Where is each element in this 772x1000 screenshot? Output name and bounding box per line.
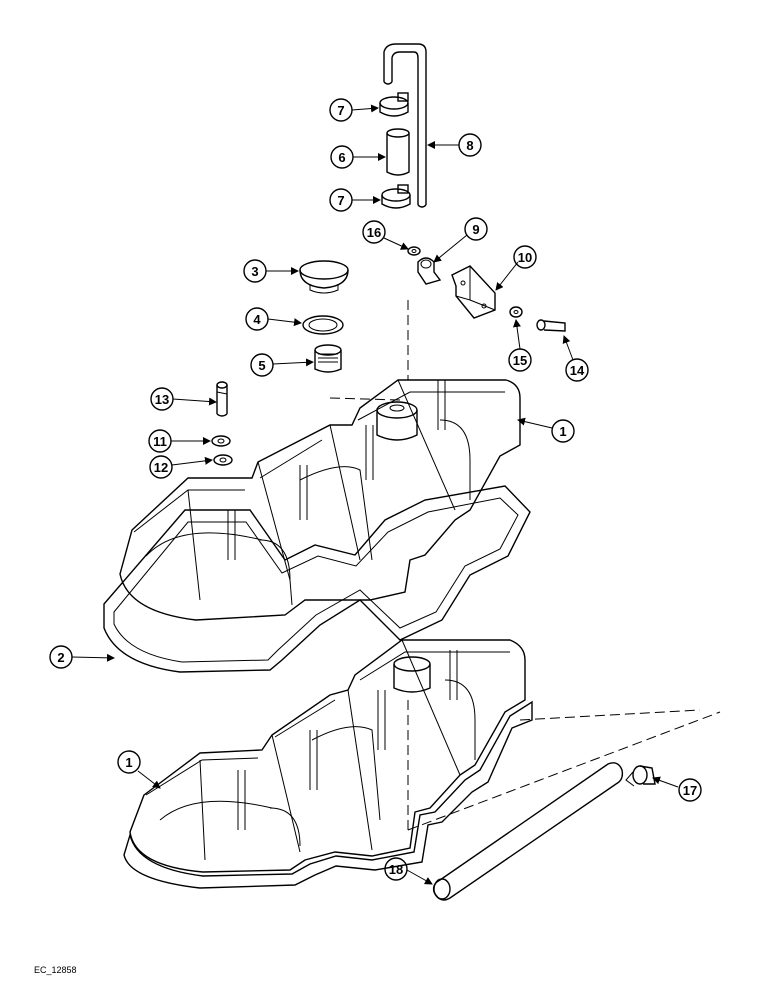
callout-1-lower: 1: [117, 750, 141, 774]
svg-text:7: 7: [337, 103, 344, 118]
callout-7-upper: 7: [329, 98, 353, 122]
callout-13: 13: [150, 387, 174, 411]
callout-15: 15: [508, 348, 532, 372]
hose-clamp-lower: [381, 184, 411, 209]
hose-segment: [386, 128, 410, 176]
callout-10: 10: [513, 245, 537, 269]
svg-text:10: 10: [518, 250, 532, 265]
washer-11: [211, 435, 231, 447]
nut-16: [407, 246, 421, 256]
oil-filler-cap: [299, 260, 349, 294]
assembly-lines: [329, 300, 721, 831]
svg-text:15: 15: [513, 353, 527, 368]
callout-8: 8: [458, 133, 482, 157]
mounting-bracket: [451, 265, 496, 319]
stud-13: [216, 381, 228, 417]
svg-text:1: 1: [125, 755, 132, 770]
callout-18: 18: [384, 857, 408, 881]
figure-reference-id: EC_12858: [34, 965, 77, 975]
pipe-adaptor: [625, 765, 656, 787]
breather-hose: [432, 762, 624, 901]
breather-pipe: [383, 43, 427, 208]
callout-5: 5: [250, 353, 274, 377]
cap-gasket-ring: [302, 315, 344, 335]
callout-12: 12: [149, 455, 173, 479]
svg-text:1: 1: [559, 424, 566, 439]
washer-15: [509, 306, 523, 318]
callout-1-upper: 1: [551, 419, 575, 443]
svg-text:13: 13: [155, 392, 169, 407]
svg-text:4: 4: [253, 312, 261, 327]
callout-3: 3: [243, 259, 267, 283]
hose-clamp-upper: [379, 92, 409, 117]
svg-text:3: 3: [251, 264, 258, 279]
callout-17: 17: [678, 778, 702, 802]
svg-text:16: 16: [367, 225, 381, 240]
washer-12: [213, 454, 233, 466]
svg-text:7: 7: [337, 193, 344, 208]
leader-lines: [71, 104, 679, 885]
svg-text:14: 14: [570, 363, 585, 378]
callout-4: 4: [245, 307, 269, 331]
cover-gasket: [103, 485, 531, 673]
svg-text:12: 12: [154, 460, 168, 475]
svg-text:18: 18: [389, 862, 403, 877]
bolt-14: [536, 319, 566, 332]
svg-text:5: 5: [258, 358, 265, 373]
callout-11: 11: [148, 429, 172, 453]
svg-text:9: 9: [472, 222, 479, 237]
callout-9: 9: [464, 217, 488, 241]
pipe-clip: [417, 257, 442, 285]
svg-text:8: 8: [466, 138, 473, 153]
callout-7-lower: 7: [329, 188, 353, 212]
rocker-cover-upper: [119, 379, 521, 621]
svg-text:11: 11: [153, 434, 167, 449]
callout-6: 6: [330, 145, 354, 169]
svg-text:17: 17: [683, 783, 697, 798]
filler-strainer: [314, 344, 342, 373]
callout-16: 16: [362, 220, 386, 244]
svg-text:6: 6: [338, 150, 345, 165]
callout-2: 2: [49, 645, 73, 669]
rocker-cover-lower: [123, 639, 533, 889]
callout-14: 14: [565, 358, 589, 382]
svg-text:2: 2: [57, 650, 64, 665]
